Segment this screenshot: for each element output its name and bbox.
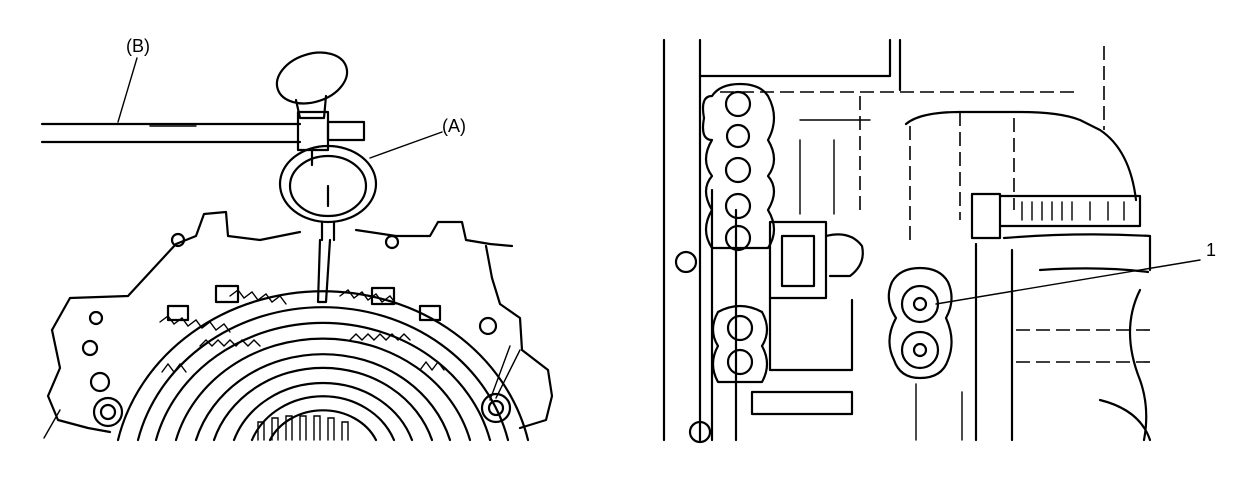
bolt-hole — [674, 250, 698, 274]
clutch-plate-teeth — [159, 284, 445, 374]
bolt-hole — [688, 420, 712, 444]
label-a: (A) — [442, 116, 466, 136]
transmission-housing — [46, 210, 554, 434]
leader-b — [117, 57, 138, 123]
dial-gauge — [278, 144, 378, 304]
right-figure: 1 — [662, 38, 1216, 444]
clutch-drum — [116, 290, 530, 442]
clamp-block — [296, 110, 366, 167]
bracket-line — [489, 345, 511, 401]
bracket-line — [495, 349, 521, 399]
hub-splines — [257, 415, 349, 441]
port-pair-lower-left — [711, 304, 769, 384]
right-housing — [859, 46, 1152, 442]
center-valve-block — [750, 119, 871, 416]
leader-1 — [935, 259, 1201, 305]
port-column-left — [701, 82, 776, 252]
label-b: (B) — [126, 36, 150, 56]
left-figure: (B) (A) — [40, 36, 554, 442]
port-pair-1 — [887, 266, 953, 380]
bracket-line — [43, 409, 61, 439]
stand-knob — [275, 51, 349, 120]
magnetic-stand-arm — [40, 122, 302, 144]
valve-body-outline — [662, 38, 1080, 442]
label-1: 1 — [1206, 240, 1216, 260]
leader-a — [369, 131, 443, 159]
